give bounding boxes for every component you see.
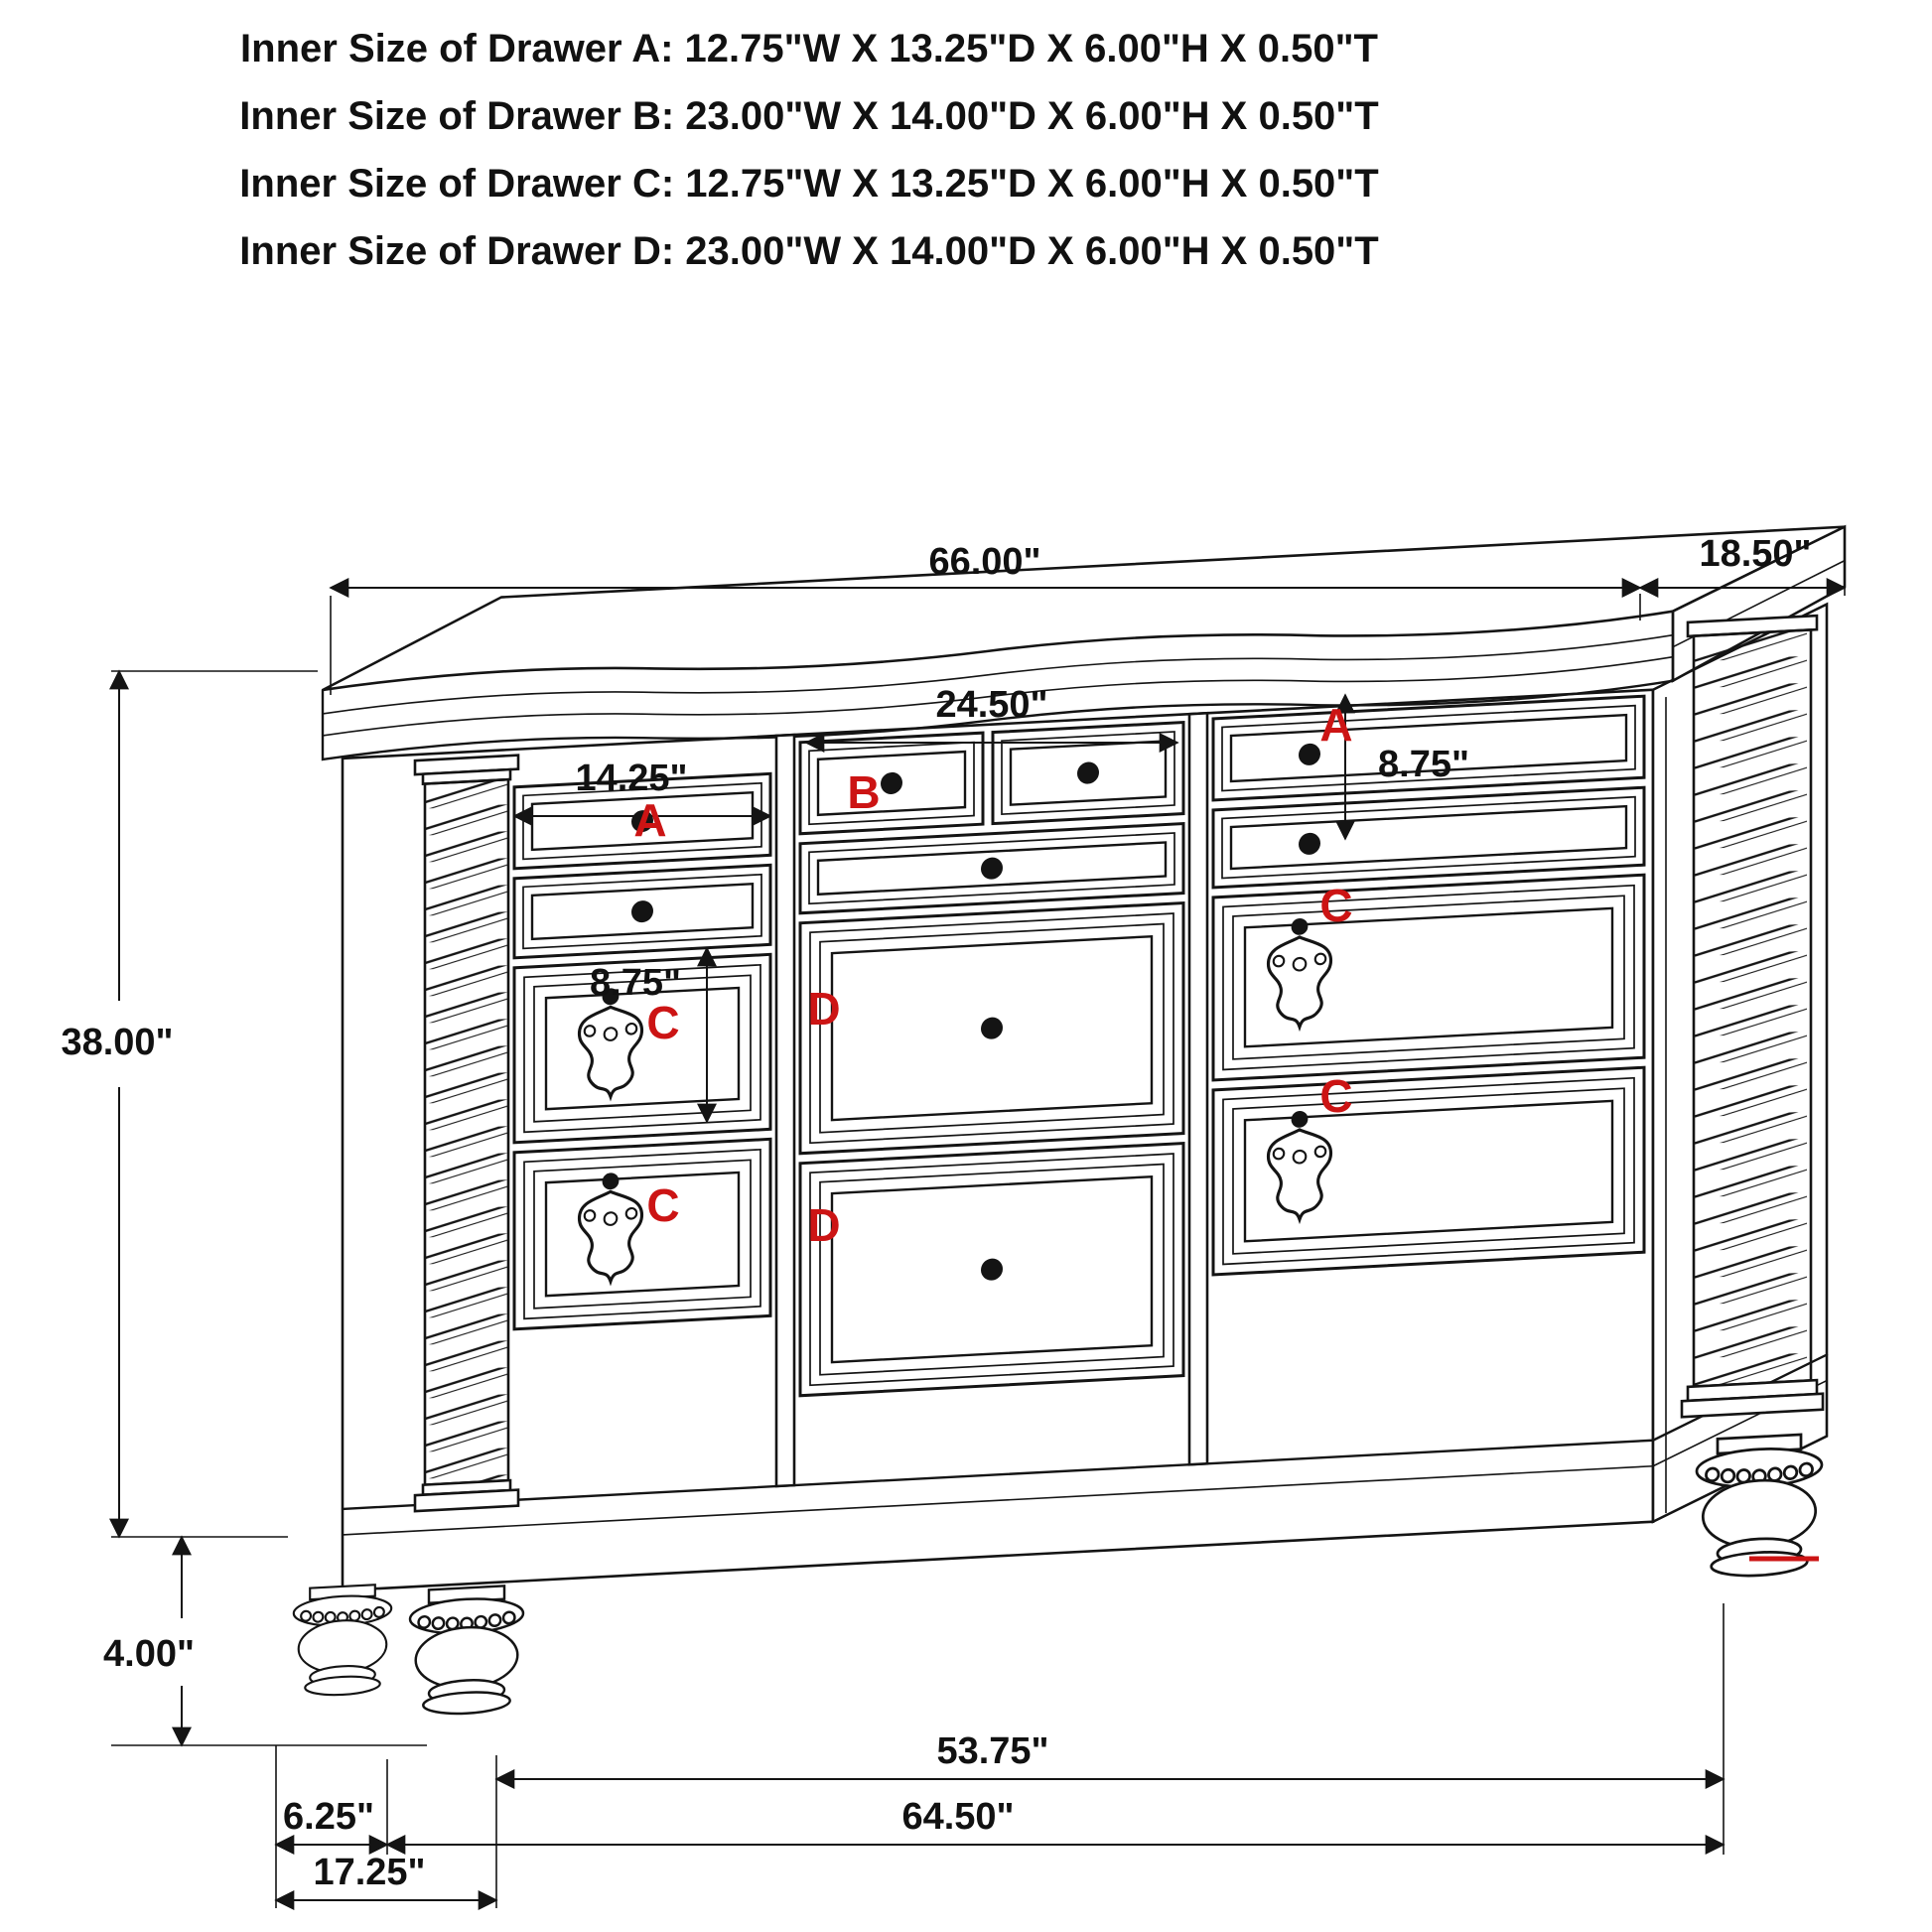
drawer-middle-row1 bbox=[798, 821, 1185, 915]
drawer-right-row2 bbox=[1211, 785, 1646, 890]
drawer-fronts bbox=[512, 694, 1646, 1398]
header-line-a: Inner Size of Drawer A: 12.75"W X 13.25"… bbox=[240, 27, 1378, 70]
dim-drawer-height-left: 8.75" bbox=[590, 962, 681, 1004]
dimension-annotations: 66.00" 18.50" 38.00" 4.00" 24.50" 14.25"… bbox=[61, 532, 1847, 1910]
dim-base-width: 64.50" bbox=[901, 1796, 1014, 1838]
dim-top-depth: 18.50" bbox=[1699, 533, 1811, 575]
drawer-knob-icon bbox=[631, 900, 653, 923]
drawer-right-row3 bbox=[1211, 873, 1646, 1082]
header-line-d: Inner Size of Drawer D: 23.00"W X 14.00"… bbox=[239, 229, 1378, 273]
label-drawer-d-1: D bbox=[807, 983, 840, 1035]
drawer-right-row1 bbox=[1211, 694, 1646, 802]
dim-top-width: 66.00" bbox=[928, 541, 1040, 583]
drawer-middle-row2 bbox=[798, 900, 1185, 1156]
dim-side-inset: 6.25" bbox=[283, 1796, 374, 1838]
drawer-size-header: Inner Size of Drawer A: 12.75"W X 13.25"… bbox=[239, 27, 1378, 273]
foot-back-left bbox=[292, 1583, 393, 1699]
dim-foot-inset: 17.25" bbox=[313, 1852, 425, 1893]
stile-left bbox=[774, 733, 796, 1488]
label-drawer-c-left-2: C bbox=[646, 1179, 679, 1231]
dim-overall-height: 38.00" bbox=[61, 1022, 173, 1063]
drawer-knob-icon bbox=[1299, 832, 1320, 855]
foot-front-left bbox=[408, 1584, 525, 1718]
top-slab bbox=[321, 524, 1847, 761]
header-line-b: Inner Size of Drawer B: 23.00"W X 14.00"… bbox=[239, 94, 1378, 138]
dim-drawer-a-width: 14.25" bbox=[575, 758, 687, 799]
label-drawer-c-right-2: C bbox=[1319, 1070, 1352, 1122]
drawer-knob-icon bbox=[981, 1258, 1003, 1281]
drawer-right-row4 bbox=[1211, 1065, 1646, 1277]
right-rope-column bbox=[1680, 614, 1825, 1419]
label-drawer-c-left-1: C bbox=[646, 997, 679, 1048]
label-drawer-b: B bbox=[847, 766, 880, 818]
label-drawer-a-right: A bbox=[1319, 699, 1352, 751]
drawer-left-row4 bbox=[512, 1137, 772, 1331]
drawer-left-row2 bbox=[512, 863, 772, 960]
stile-right bbox=[1187, 711, 1209, 1466]
drawer-knob-icon bbox=[881, 771, 902, 794]
drawer-letter-labels: A B A C C D D C C bbox=[633, 699, 1352, 1251]
dim-drawer-height-right: 8.75" bbox=[1378, 744, 1469, 785]
drawer-knob-icon bbox=[1299, 743, 1320, 765]
drawer-knob-icon bbox=[1077, 761, 1099, 784]
dim-foot-height: 4.00" bbox=[103, 1633, 195, 1675]
label-drawer-d-2: D bbox=[807, 1199, 840, 1251]
dresser-body bbox=[292, 524, 1847, 1718]
label-drawer-c-right-1: C bbox=[1319, 880, 1352, 931]
dim-feet-span-inner: 53.75" bbox=[936, 1730, 1048, 1772]
dim-drawer-b-width: 24.50" bbox=[935, 684, 1047, 726]
left-rope-column bbox=[413, 754, 520, 1513]
drawer-middle-row3 bbox=[798, 1141, 1185, 1398]
drawer-mid-top-left-row1 bbox=[798, 731, 985, 836]
drawer-left-row3 bbox=[512, 952, 772, 1145]
label-drawer-a-left: A bbox=[633, 794, 666, 846]
drawer-knob-icon bbox=[981, 1017, 1003, 1039]
header-line-c: Inner Size of Drawer C: 12.75"W X 13.25"… bbox=[239, 162, 1378, 206]
drawer-knob-icon bbox=[981, 857, 1003, 880]
